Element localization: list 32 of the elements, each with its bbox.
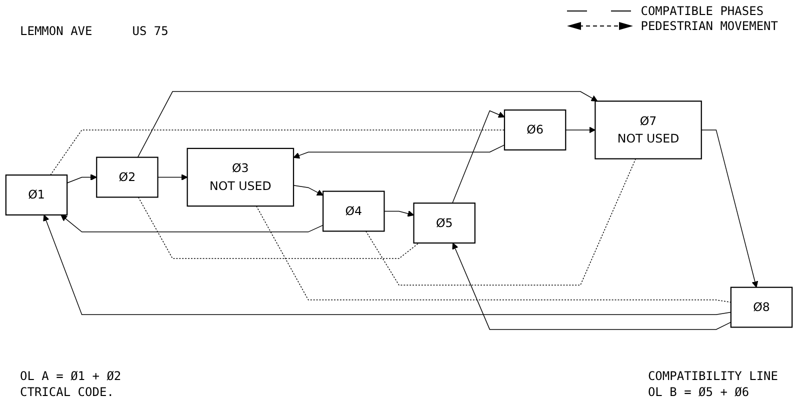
connector	[50, 130, 505, 176]
connector	[366, 158, 636, 286]
note-text: OL B = Ø5 + Ø6	[648, 385, 750, 399]
note-text: COMPATIBILITY LINE	[648, 369, 778, 383]
node-box: Ø5	[413, 202, 476, 244]
node-box: Ø1	[5, 174, 68, 216]
node-box: Ø7 NOT USED	[594, 100, 702, 160]
arrow	[43, 214, 732, 316]
arrow	[157, 174, 188, 180]
node-box: Ø2	[96, 156, 158, 198]
legend-text: PEDESTRIAN MOVEMENT	[640, 19, 778, 33]
arrow	[60, 214, 324, 232]
node-box: Ø6	[504, 109, 566, 150]
connector	[256, 206, 732, 303]
street-name: LEMMON AVE	[20, 24, 92, 38]
arrow	[66, 174, 97, 184]
note-text: OL A = Ø1 + Ø2	[20, 369, 122, 383]
arrow	[384, 210, 414, 217]
note-text: CTRICAL CODE.	[20, 385, 115, 399]
street-name: US 75	[132, 24, 168, 38]
node-box: Ø8	[730, 286, 793, 328]
node-box: Ø3 NOT USED	[186, 148, 294, 207]
arrow	[293, 184, 324, 196]
connector	[138, 196, 420, 259]
arrow	[293, 144, 505, 159]
arrow	[137, 91, 598, 158]
arrow	[452, 110, 505, 204]
arrow	[565, 126, 596, 134]
legend-text: COMPATIBLE PHASES	[640, 4, 764, 18]
arrow	[452, 242, 732, 330]
node-box: Ø4	[322, 190, 385, 232]
arrow	[701, 130, 758, 288]
